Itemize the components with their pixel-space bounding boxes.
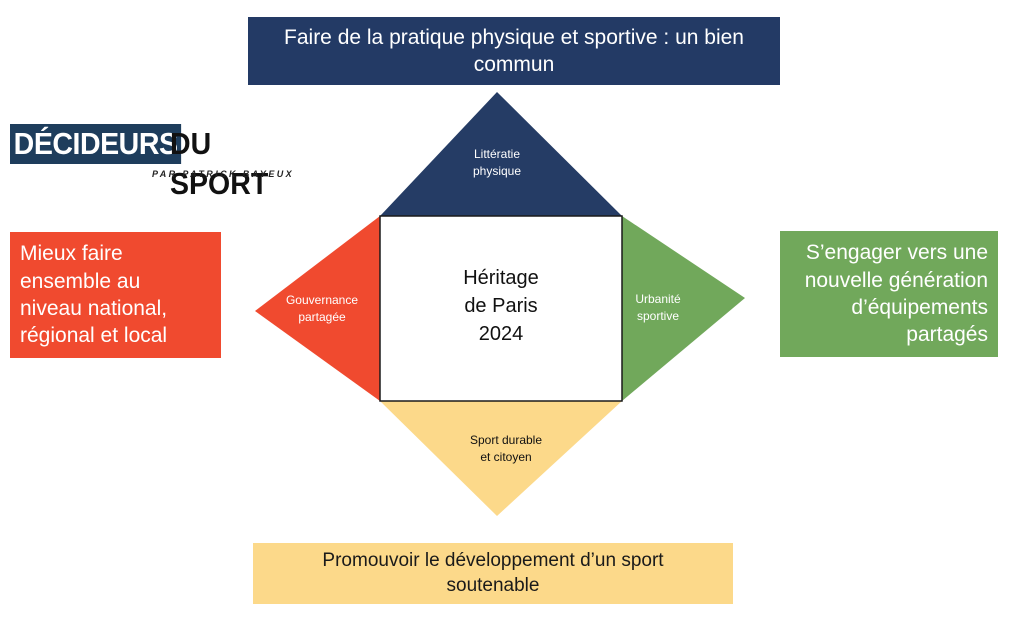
right-triangle [622, 216, 745, 401]
bottom-triangle-label: Sport durable et citoyen [469, 433, 543, 465]
top-triangle-label: Littératie physique [472, 147, 522, 179]
right-box-text: S’engager vers une nouvelle génération d… [804, 241, 988, 347]
top-banner-text: Faire de la pratique physique et sportiv… [284, 25, 744, 76]
logo-word-du-sport: DU SPORT [170, 126, 269, 201]
right-box: S’engager vers une nouvelle génération d… [780, 231, 998, 357]
logo-tagline: PAR PATRICK BAYEUX [152, 169, 295, 179]
left-box: Mieux faire ensemble au niveau national,… [10, 232, 221, 358]
bottom-banner: Promouvoir le développement d’un sport s… [253, 543, 733, 604]
top-banner: Faire de la pratique physique et sportiv… [248, 17, 780, 85]
top-triangle [380, 92, 622, 216]
left-triangle [255, 216, 380, 401]
logo-word-decideurs: DÉCIDEURS [10, 124, 182, 164]
center-square [379, 215, 623, 402]
center-label: Héritage de Paris 2024 [463, 267, 539, 345]
bottom-banner-text: Promouvoir le développement d’un sport s… [322, 549, 664, 596]
decideurs-du-sport-logo: DÉCIDEURS DU SPORT PAR PATRICK BAYEUX [10, 124, 302, 201]
left-box-text: Mieux faire ensemble au niveau national,… [20, 242, 168, 348]
right-triangle-label: Urbanité sportive [635, 292, 681, 324]
left-triangle-label: Gouvernance partagée [285, 293, 359, 325]
bottom-triangle [380, 401, 622, 516]
